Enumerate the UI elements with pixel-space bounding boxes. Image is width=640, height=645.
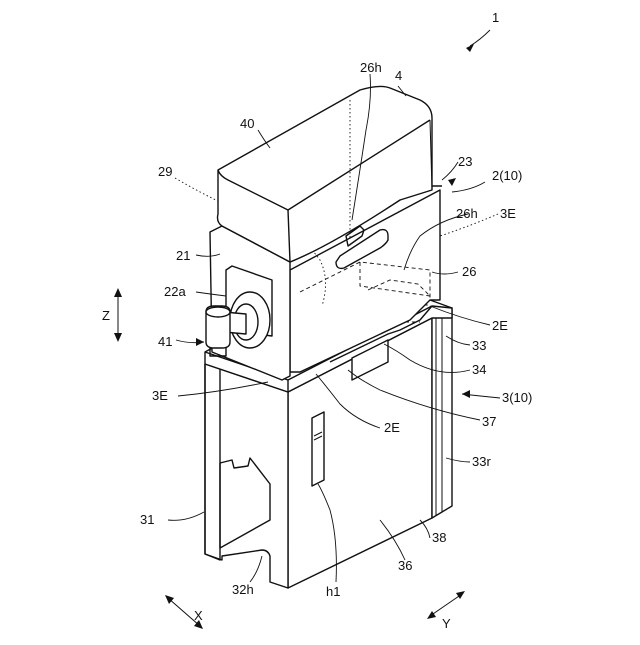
label-41: 41 [158, 334, 172, 349]
label-23: 23 [458, 154, 472, 169]
label-26h-top: 26h [360, 60, 382, 75]
arrow-to-2 [448, 178, 456, 186]
label-2-10: 2(10) [492, 168, 522, 183]
label-2E-bottom: 2E [384, 420, 400, 435]
label-4: 4 [395, 68, 402, 83]
label-33: 33 [472, 338, 486, 353]
label-Y: Y [442, 616, 451, 631]
label-40: 40 [240, 116, 254, 131]
label-1: 1 [492, 10, 499, 25]
label-3E-right: 3E [500, 206, 516, 221]
label-2E-right: 2E [492, 318, 508, 333]
label-3-10: 3(10) [502, 390, 532, 405]
label-34: 34 [472, 362, 486, 377]
label-31: 31 [140, 512, 154, 527]
label-Z: Z [102, 308, 110, 323]
label-22a: 22a [164, 284, 186, 299]
arrow-to-41 [196, 338, 204, 346]
label-32h: 32h [232, 582, 254, 597]
label-38: 38 [432, 530, 446, 545]
label-36: 36 [398, 558, 412, 573]
label-h1: h1 [326, 584, 340, 599]
label-29: 29 [158, 164, 172, 179]
label-33r: 33r [472, 454, 491, 469]
label-37: 37 [482, 414, 496, 429]
arrow-to-1 [466, 44, 474, 52]
label-X: X [194, 608, 203, 623]
label-26: 26 [462, 264, 476, 279]
label-26h-mid: 26h [456, 206, 478, 221]
label-3E-left: 3E [152, 388, 168, 403]
arrow-to-3 [462, 390, 470, 398]
z-axis-arrow [114, 288, 122, 342]
label-21: 21 [176, 248, 190, 263]
y-axis-arrow [427, 591, 465, 619]
